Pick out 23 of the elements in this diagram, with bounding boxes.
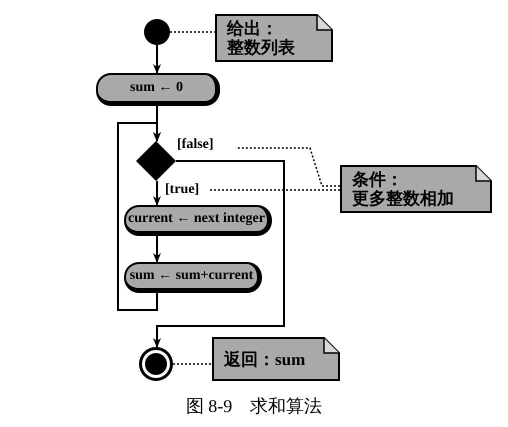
caption: 图 8-9 求和算法 [186, 396, 322, 416]
action-box: current ← next integer [124, 205, 272, 236]
action-box: sum ← sum+current [124, 262, 262, 293]
edge-label: [true] [164, 182, 200, 198]
note-text: 整数列表 [227, 38, 296, 57]
note-text: 更多整数相加 [352, 189, 455, 208]
note-text: 给出： [227, 19, 279, 38]
leader-line [173, 363, 212, 365]
note-text: 条件： [352, 170, 404, 189]
end-circle [139, 347, 173, 381]
arrow [153, 236, 161, 263]
arrow [117, 122, 161, 311]
action-box: sum ← 0 [96, 73, 220, 106]
start-circle [144, 19, 170, 45]
leader-line [170, 31, 215, 33]
leader-line [208, 189, 340, 191]
decision-diamond [136, 141, 176, 181]
leader-line [236, 147, 340, 187]
arrow [153, 181, 161, 206]
arrow [153, 160, 285, 348]
note-text: 返回：sum [224, 350, 306, 368]
edge-label: [false] [176, 137, 215, 153]
arrow [153, 45, 161, 74]
